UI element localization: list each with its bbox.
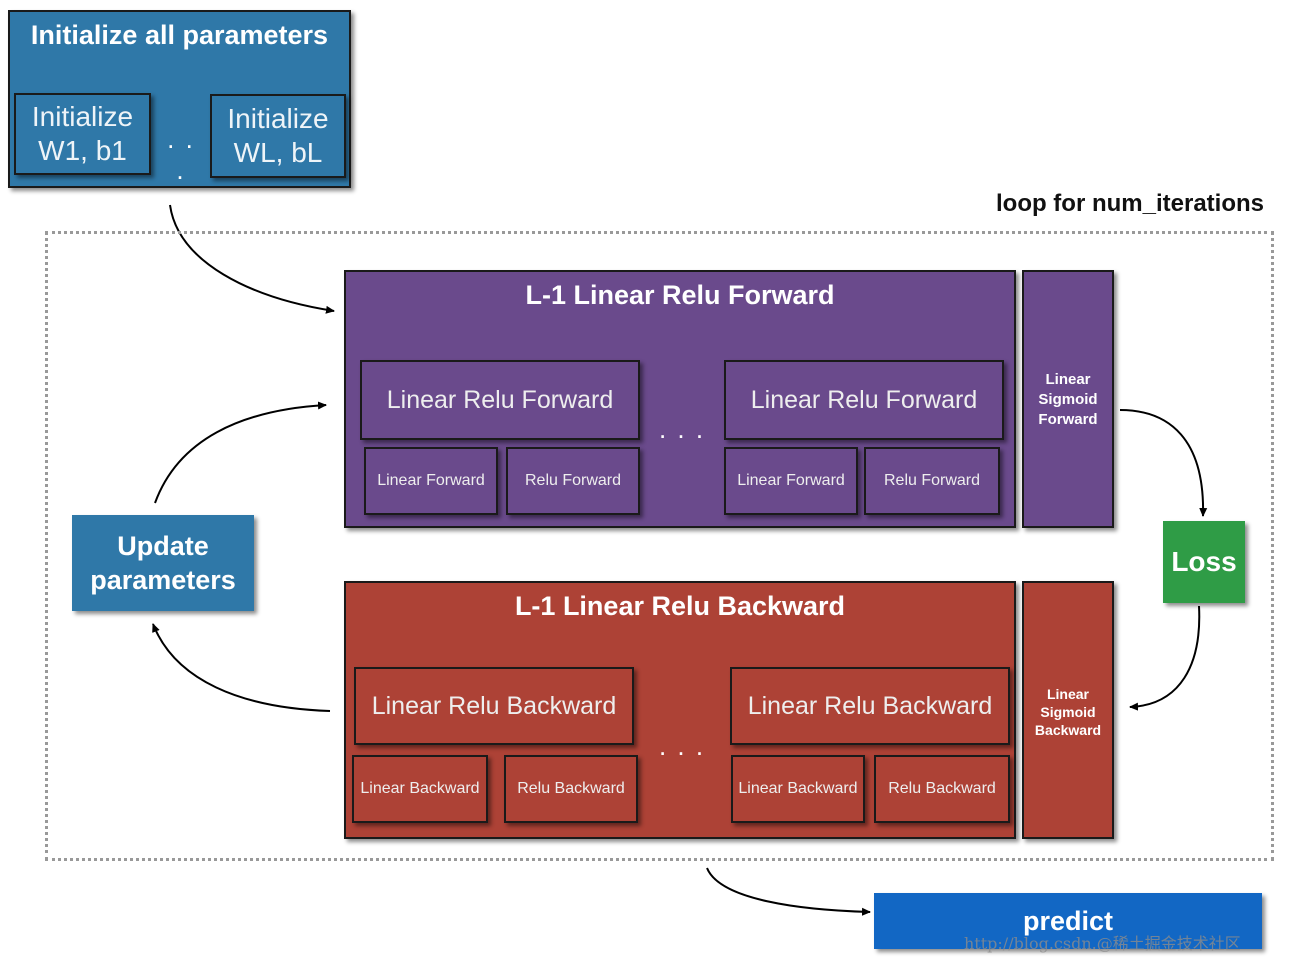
linear-relu-forward-last: Linear Relu Forward: [724, 360, 1004, 440]
relu-backward-2: Relu Backward: [874, 755, 1010, 823]
backward-ellipsis: . . .: [658, 731, 706, 761]
loss-block: Loss: [1163, 521, 1245, 603]
relu-backward-1: Relu Backward: [504, 755, 638, 823]
arrow-sigmoid-to-loss: [1119, 409, 1208, 517]
arrow-update-to-forward: [154, 401, 327, 504]
predict-block: predict: [874, 893, 1262, 949]
initialize-last-layer: Initialize WL, bL: [210, 94, 346, 178]
linear-sigmoid-backward: Linear Sigmoid Backward: [1022, 581, 1114, 839]
linear-forward-1: Linear Forward: [364, 447, 498, 515]
linear-backward-2: Linear Backward: [731, 755, 865, 823]
linear-relu-backward-last: Linear Relu Backward: [730, 667, 1010, 745]
linear-sigmoid-forward: Linear Sigmoid Forward: [1022, 270, 1114, 528]
arrow-loop-to-predict: [706, 867, 871, 916]
linear-forward-2: Linear Forward: [724, 447, 858, 515]
arrow-loss-to-sigmoid-backward: [1129, 605, 1201, 711]
relu-forward-1: Relu Forward: [506, 447, 640, 515]
forward-ellipsis: . . .: [658, 414, 706, 444]
watermark: http://blog.csdn.@稀土掘金技术社区: [964, 934, 1241, 953]
arrow-init-to-forward: [169, 204, 335, 314]
relu-forward-2: Relu Forward: [864, 447, 1000, 515]
backward-block: L-1 Linear Relu Backward Linear Relu Bac…: [344, 581, 1016, 839]
linear-relu-backward-first: Linear Relu Backward: [354, 667, 634, 745]
arrow-backward-to-update: [152, 623, 331, 712]
loop-frame: [45, 231, 1274, 861]
linear-relu-forward-first: Linear Relu Forward: [360, 360, 640, 440]
initialize-first-layer: Initialize W1, b1: [14, 93, 151, 175]
initialize-title: Initialize all parameters: [30, 20, 329, 50]
update-parameters-block: Update parameters: [72, 515, 254, 611]
initialize-ellipsis: . . .: [167, 124, 195, 185]
initialize-parameters-block: Initialize all parameters Initialize W1,…: [8, 10, 351, 188]
forward-block: L-1 Linear Relu Forward Linear Relu Forw…: [344, 270, 1016, 528]
forward-title: L-1 Linear Relu Forward: [525, 280, 835, 310]
linear-backward-1: Linear Backward: [352, 755, 488, 823]
loop-label: loop for num_iterations: [995, 190, 1264, 217]
backward-title: L-1 Linear Relu Backward: [514, 591, 846, 621]
